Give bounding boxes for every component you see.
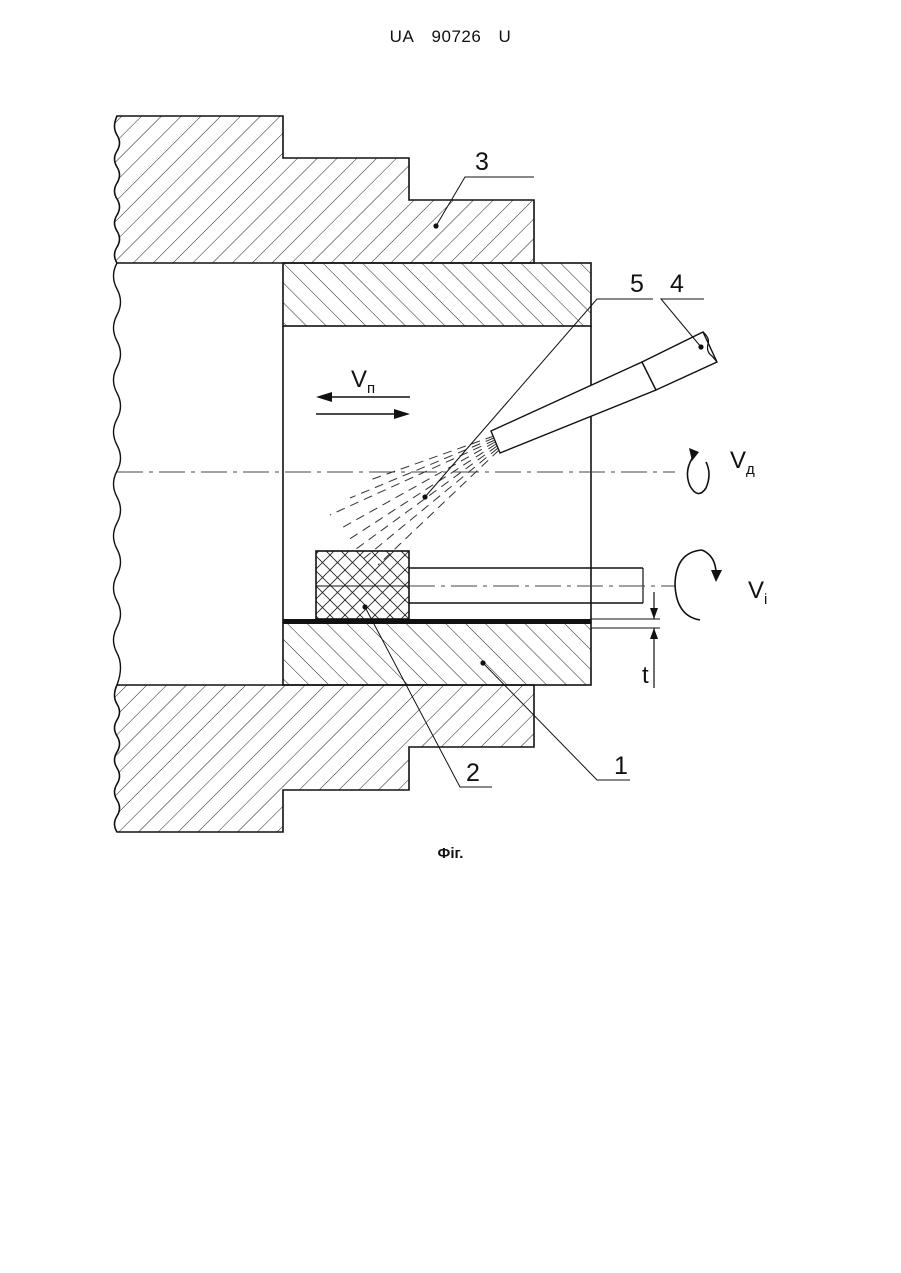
nozzle bbox=[491, 332, 717, 453]
feed-arrows bbox=[316, 392, 410, 419]
callout-4: 4 bbox=[670, 270, 684, 298]
part-rotation-label: Vд bbox=[730, 447, 755, 478]
callout-5: 5 bbox=[630, 270, 644, 298]
bore-break-line bbox=[114, 263, 121, 685]
tool-rotation-arrowhead bbox=[711, 570, 722, 582]
callout-2: 2 bbox=[466, 759, 480, 787]
feed-velocity-label: Vп bbox=[351, 366, 375, 397]
depth-dimension bbox=[650, 592, 658, 688]
part-rotation-arrowhead bbox=[689, 448, 699, 461]
figure-caption: Фіг. bbox=[0, 845, 901, 862]
tool-rotation-label: Vі bbox=[748, 577, 767, 608]
callout-1: 1 bbox=[614, 752, 628, 780]
callout-3: 3 bbox=[475, 148, 489, 176]
tool-rotation-arrow bbox=[675, 550, 702, 620]
depth-label: t bbox=[642, 662, 649, 689]
spray-jet bbox=[330, 436, 499, 565]
sleeve-top-wall bbox=[283, 263, 591, 326]
part-rotation-arrow bbox=[687, 454, 709, 494]
sleeve-bottom-wall bbox=[283, 623, 591, 685]
tool-block bbox=[316, 551, 409, 619]
housing-top bbox=[115, 116, 535, 263]
